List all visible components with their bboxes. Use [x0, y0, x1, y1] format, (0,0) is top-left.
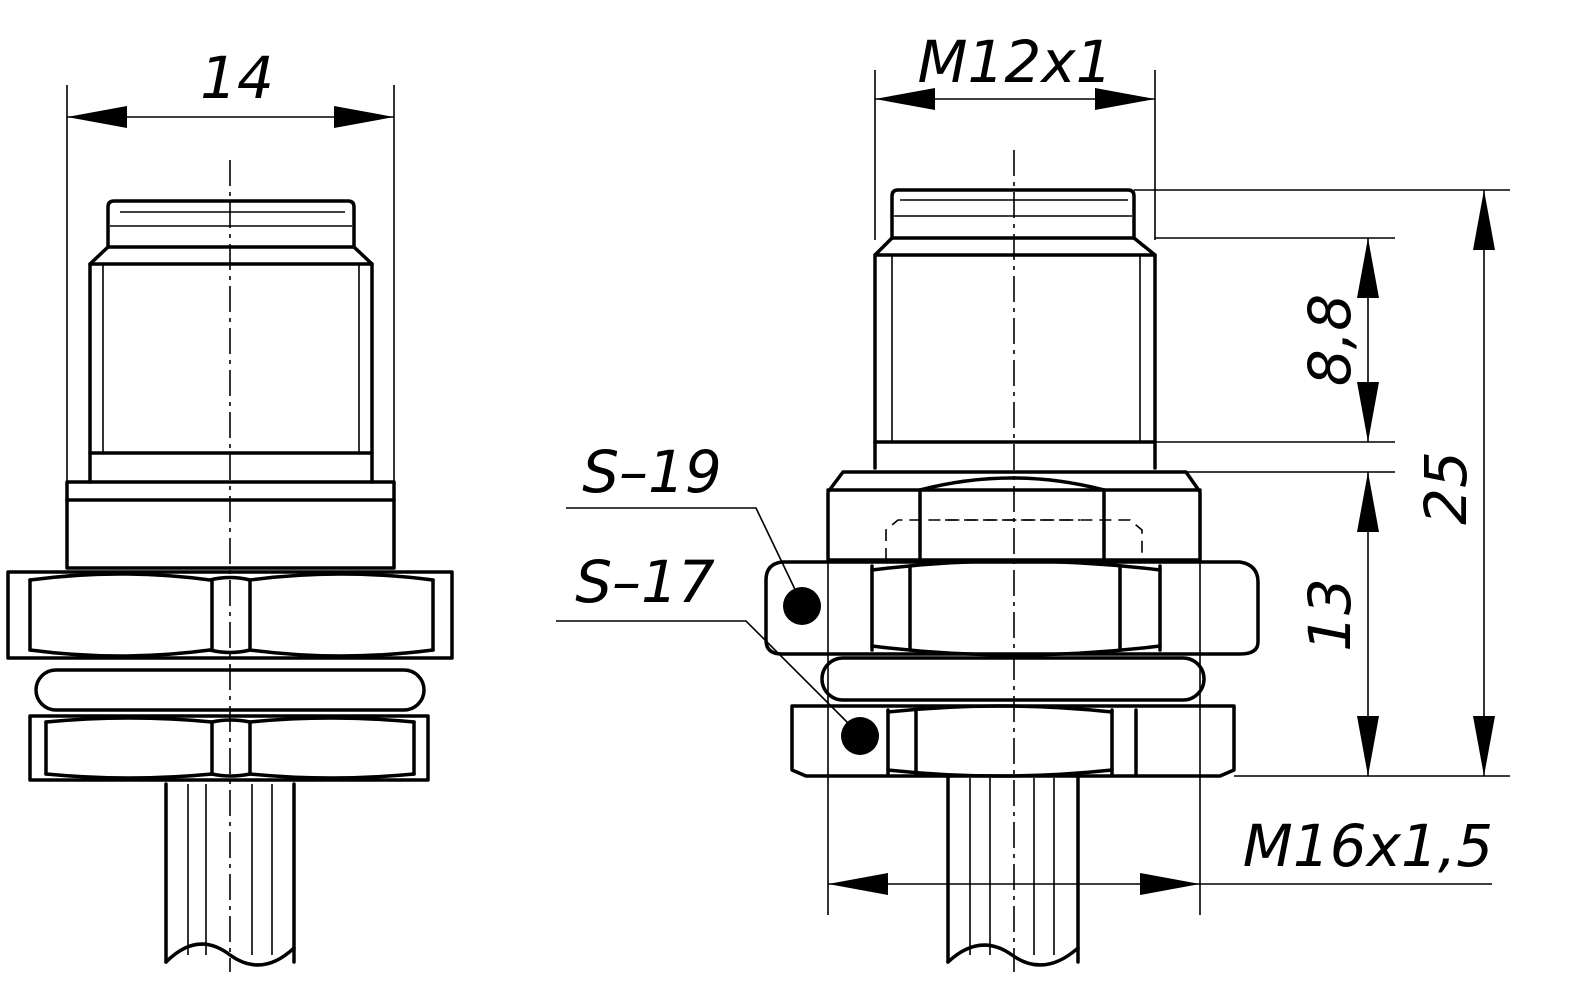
dim-thread-m12: M12x1	[917, 28, 1112, 96]
dim-thread-m16: M16x1,5	[1243, 812, 1493, 880]
callout-s19-dot	[783, 587, 821, 625]
dim-body-length-13: 13	[1296, 578, 1364, 652]
dim-width-14: 14	[200, 44, 274, 112]
callout-s17: S–17	[575, 548, 715, 616]
front-view: M12x1	[556, 28, 1510, 972]
side-view: 14	[6, 44, 454, 972]
dim-thread-length-8-8: 8,8	[1296, 294, 1364, 386]
dim-total-length-25: 25	[1412, 451, 1480, 525]
callout-s17-dot	[841, 717, 879, 755]
callout-s19: S–19	[582, 438, 722, 506]
